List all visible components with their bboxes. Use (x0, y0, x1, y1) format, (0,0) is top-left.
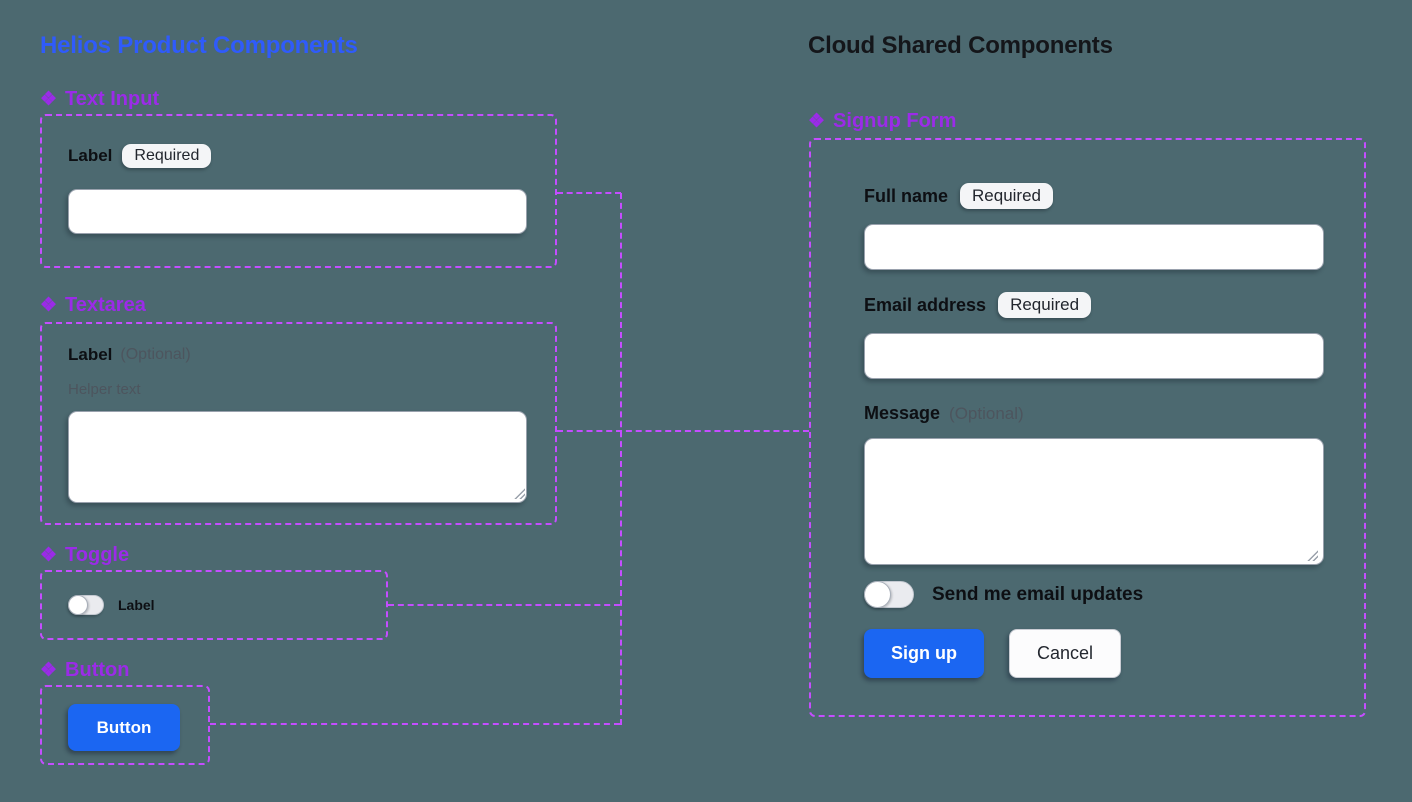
full-name-label-row: Full name Required (864, 183, 1054, 209)
toggle-knob (68, 595, 88, 615)
section-heading-label: Text Input (65, 88, 160, 110)
form-actions-row: Sign up Cancel (864, 629, 1121, 678)
section-heading-button: ❖ Button (40, 659, 129, 682)
field-label: Email address (864, 294, 987, 315)
section-heading-textarea: ❖ Textarea (40, 294, 146, 317)
diamond-icon: ❖ (40, 660, 58, 681)
connector-trunk (620, 193, 622, 725)
email-updates-label: Send me email updates (932, 583, 1144, 605)
textarea-field[interactable] (68, 411, 527, 503)
textarea-label-row: Label (Optional) (68, 345, 191, 365)
field-label: Message (864, 403, 941, 423)
optional-label: (Optional) (949, 403, 1024, 423)
field-label: Full name (864, 185, 949, 206)
message-textarea[interactable] (864, 438, 1324, 565)
email-input[interactable] (864, 333, 1324, 379)
toggle-knob (864, 581, 891, 608)
diamond-icon: ❖ (40, 89, 58, 110)
email-updates-toggle[interactable] (864, 581, 914, 608)
sample-button[interactable]: Button (68, 704, 180, 751)
full-name-input[interactable] (864, 224, 1324, 270)
toggle-component-frame: Label (40, 570, 388, 640)
right-panel-title: Cloud Shared Components (808, 32, 1113, 59)
email-label-row: Email address Required (864, 292, 1092, 318)
toggle-row: Label (68, 595, 155, 615)
required-badge: Required (998, 292, 1092, 318)
left-panel-title: Helios Product Components (40, 32, 358, 59)
connector-textarea-to-form (557, 430, 809, 432)
diamond-icon: ❖ (40, 545, 58, 566)
field-label: Label (68, 146, 113, 165)
toggle-switch[interactable] (68, 595, 104, 615)
section-heading-label: Signup Form (833, 110, 957, 132)
field-label: Label (68, 345, 113, 364)
cancel-button[interactable]: Cancel (1009, 629, 1121, 678)
toggle-label: Label (118, 597, 155, 613)
text-input-field[interactable] (68, 189, 527, 234)
diamond-icon: ❖ (40, 295, 58, 316)
email-updates-row: Send me email updates (864, 581, 1143, 608)
signup-form-frame: Full name Required Email address Require… (809, 138, 1366, 717)
diamond-icon: ❖ (808, 111, 826, 132)
required-badge: Required (960, 183, 1054, 209)
required-badge: Required (122, 144, 212, 168)
text-input-component-frame: Label Required (40, 114, 557, 268)
optional-label: (Optional) (120, 346, 191, 363)
button-component-frame: Button (40, 685, 210, 765)
section-heading-signup-form: ❖ Signup Form (808, 110, 956, 133)
section-heading-text-input: ❖ Text Input (40, 88, 159, 111)
sign-up-button[interactable]: Sign up (864, 629, 984, 678)
connector-text-input (557, 192, 621, 194)
text-input-label-row: Label Required (68, 144, 212, 168)
section-heading-label: Textarea (65, 294, 146, 316)
section-heading-label: Button (65, 659, 130, 681)
message-label-row: Message (Optional) (864, 403, 1024, 424)
connector-button (210, 723, 620, 725)
section-heading-label: Toggle (65, 544, 130, 566)
textarea-component-frame: Label (Optional) Helper text (40, 322, 557, 525)
section-heading-toggle: ❖ Toggle (40, 544, 129, 567)
connector-toggle (388, 604, 620, 606)
helper-text: Helper text (68, 381, 141, 398)
